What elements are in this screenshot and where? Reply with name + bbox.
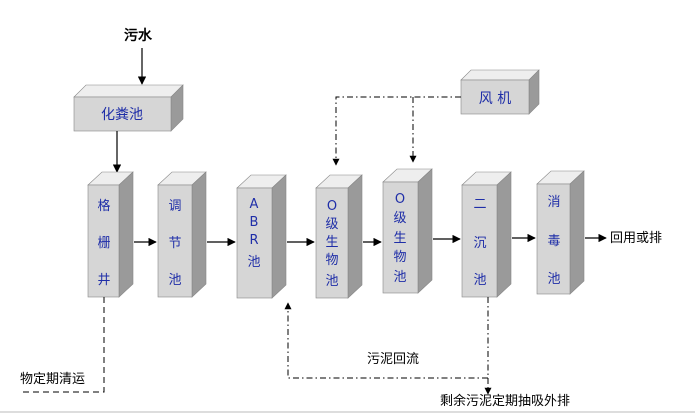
unit-char: 池 (547, 272, 560, 287)
unit-char: 级 (325, 217, 338, 232)
sewage-input-label: 污水 (124, 27, 153, 44)
unit-char: 物 (325, 253, 338, 268)
unit-disinfection-tank: 消 毒 池 (536, 170, 585, 295)
screenings-label: 物定期清运 (20, 372, 85, 387)
unit-char: R (249, 233, 258, 248)
unit-o-bio-tank-2: O 级 生 物 池 (382, 168, 433, 294)
unit-char: 生 (393, 231, 406, 246)
unit-char: 调 (168, 199, 181, 214)
unit-equalization-tank: 调 节 池 (157, 171, 207, 298)
unit-char: 池 (325, 274, 338, 289)
sludge-return-label: 污泥回流 (367, 352, 419, 367)
blower-label: 风 机 (479, 91, 511, 107)
unit-char: 消 (547, 195, 560, 210)
unit-char: 生 (325, 235, 338, 250)
unit-char: B (250, 215, 259, 230)
unit-char: 节 (168, 236, 181, 251)
unit-char: 池 (247, 255, 260, 270)
unit-char: 级 (393, 211, 406, 226)
unit-char: 栅 (97, 236, 110, 251)
unit-secondary-clarifier: 二 沉 池 (461, 171, 512, 298)
septic-tank-box: 化粪池 (73, 84, 184, 132)
unit-o-bio-tank-1: O 级 生 物 池 (315, 174, 363, 299)
air-line-to-o-tank-1 (332, 96, 461, 166)
unit-abr-tank: A B R 池 (236, 174, 287, 299)
unit-screen-well: 格 栅 井 (87, 171, 134, 298)
screenings-removal-line (20, 297, 105, 393)
unit-char: A (250, 197, 259, 212)
unit-char: 池 (168, 273, 181, 288)
unit-char: 格 (97, 198, 110, 214)
unit-char: 沉 (473, 236, 486, 251)
septic-tank-label: 化粪池 (101, 107, 143, 123)
unit-char: 二 (473, 197, 486, 212)
unit-char: 毒 (547, 234, 560, 249)
excess-sludge-label: 剩余污泥定期抽吸外排 (440, 393, 570, 409)
unit-char: O (327, 199, 337, 214)
unit-char: 物 (393, 250, 406, 265)
blower-box: 风 机 (460, 69, 540, 115)
unit-char: 池 (393, 270, 406, 285)
unit-char: O (395, 192, 405, 207)
unit-char: 池 (473, 273, 486, 288)
output-label: 回用或排 (610, 231, 662, 246)
unit-char: 井 (97, 273, 110, 288)
sludge-return-line (284, 297, 489, 379)
